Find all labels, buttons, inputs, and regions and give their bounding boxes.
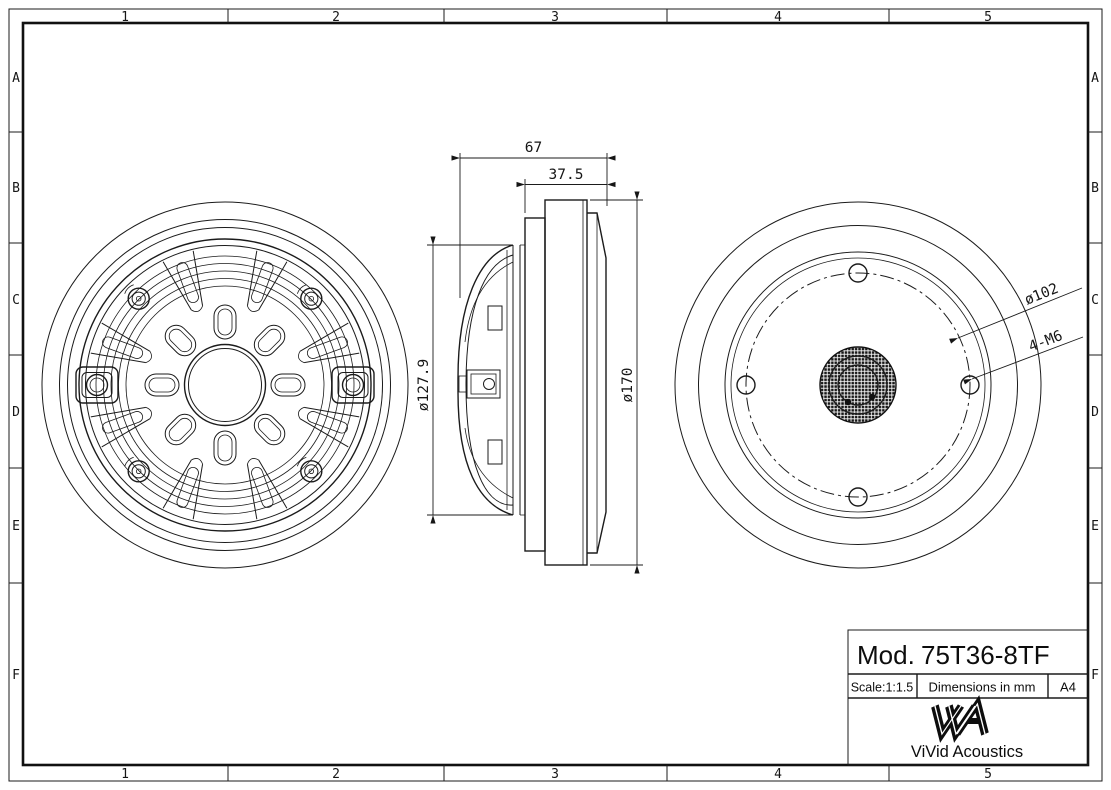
screw-icon [296, 456, 323, 483]
vivid-acoustics-logo-icon [931, 695, 989, 743]
grid-column-labels-top: 1 2 3 4 5 [121, 10, 992, 25]
grid-label: D [1091, 405, 1099, 420]
screw-icon [296, 284, 323, 310]
dim-flange-diameter-label: ø127.9 [416, 359, 432, 411]
paper-size: A4 [1060, 680, 1076, 695]
grid-label: F [1091, 668, 1099, 683]
grid-label: C [12, 293, 20, 308]
company-name: ViVid Acoustics [911, 743, 1023, 761]
model-number: 75T36-8TF [921, 640, 1050, 670]
mounting-hole [848, 487, 868, 507]
grid-label: 5 [984, 10, 992, 25]
grid-label: 2 [332, 767, 340, 782]
front-view [41, 201, 409, 569]
dim-body-diameter-label: ø170 [620, 368, 636, 403]
screw-icon [123, 456, 150, 483]
units-note: Dimensions in mm [929, 680, 1036, 695]
grid-label: A [1091, 71, 1099, 86]
grid-row-labels-right: A B C D E F [1091, 71, 1099, 683]
grid-label: 5 [984, 767, 992, 782]
grid-label: A [12, 71, 20, 86]
grid-label: 3 [551, 767, 559, 782]
mounting-hole [960, 375, 980, 395]
grid-label: B [12, 181, 20, 196]
dim-total-depth-label: 67 [525, 140, 542, 156]
grid-label: B [1091, 181, 1099, 196]
screw-icon [123, 284, 150, 310]
drawing-frame: 1 2 3 4 5 1 2 3 4 5 A B C D E F A B C D … [8, 8, 1103, 782]
grid-row-labels-left: A B C D E F [12, 71, 20, 683]
dim-flange-diameter: ø127.9 [416, 236, 512, 524]
leader-bolt-circle: ø102 [949, 281, 1083, 344]
grid-label: 1 [121, 767, 129, 782]
leader-mounting-holes: 4-M6 [963, 328, 1084, 385]
dim-front-depth: 37.5 [516, 167, 616, 213]
grid-label: E [1091, 519, 1099, 534]
grid-label: C [1091, 293, 1099, 308]
dim-front-depth-label: 37.5 [549, 167, 584, 183]
dim-total-depth: 67 [451, 140, 616, 298]
grid-label: 4 [774, 767, 782, 782]
side-view: 67 37.5 ø127.9 ø170 [416, 140, 643, 574]
grid-label: 1 [121, 10, 129, 25]
mounting-hole [736, 375, 756, 395]
grid-label: D [12, 405, 20, 420]
grid-label: 3 [551, 10, 559, 25]
rear-mesh-vent [819, 346, 897, 424]
grid-label: 2 [332, 10, 340, 25]
grid-label: F [12, 668, 20, 683]
bolt-circle [745, 272, 971, 498]
rear-view: ø102 4-M6 [674, 201, 1084, 569]
dim-body-diameter: ø170 [590, 191, 643, 574]
grid-label: E [12, 519, 20, 534]
title-block: Mod. 75T36-8TF Scale:1:1.5 Dimensions in… [847, 629, 1089, 766]
grid-column-labels-bottom: 1 2 3 4 5 [121, 767, 992, 782]
model-label: Mod. [857, 640, 915, 670]
scale-value: Scale:1:1.5 [851, 681, 914, 695]
grid-label: 4 [774, 10, 782, 25]
mounting-hole [848, 263, 868, 283]
